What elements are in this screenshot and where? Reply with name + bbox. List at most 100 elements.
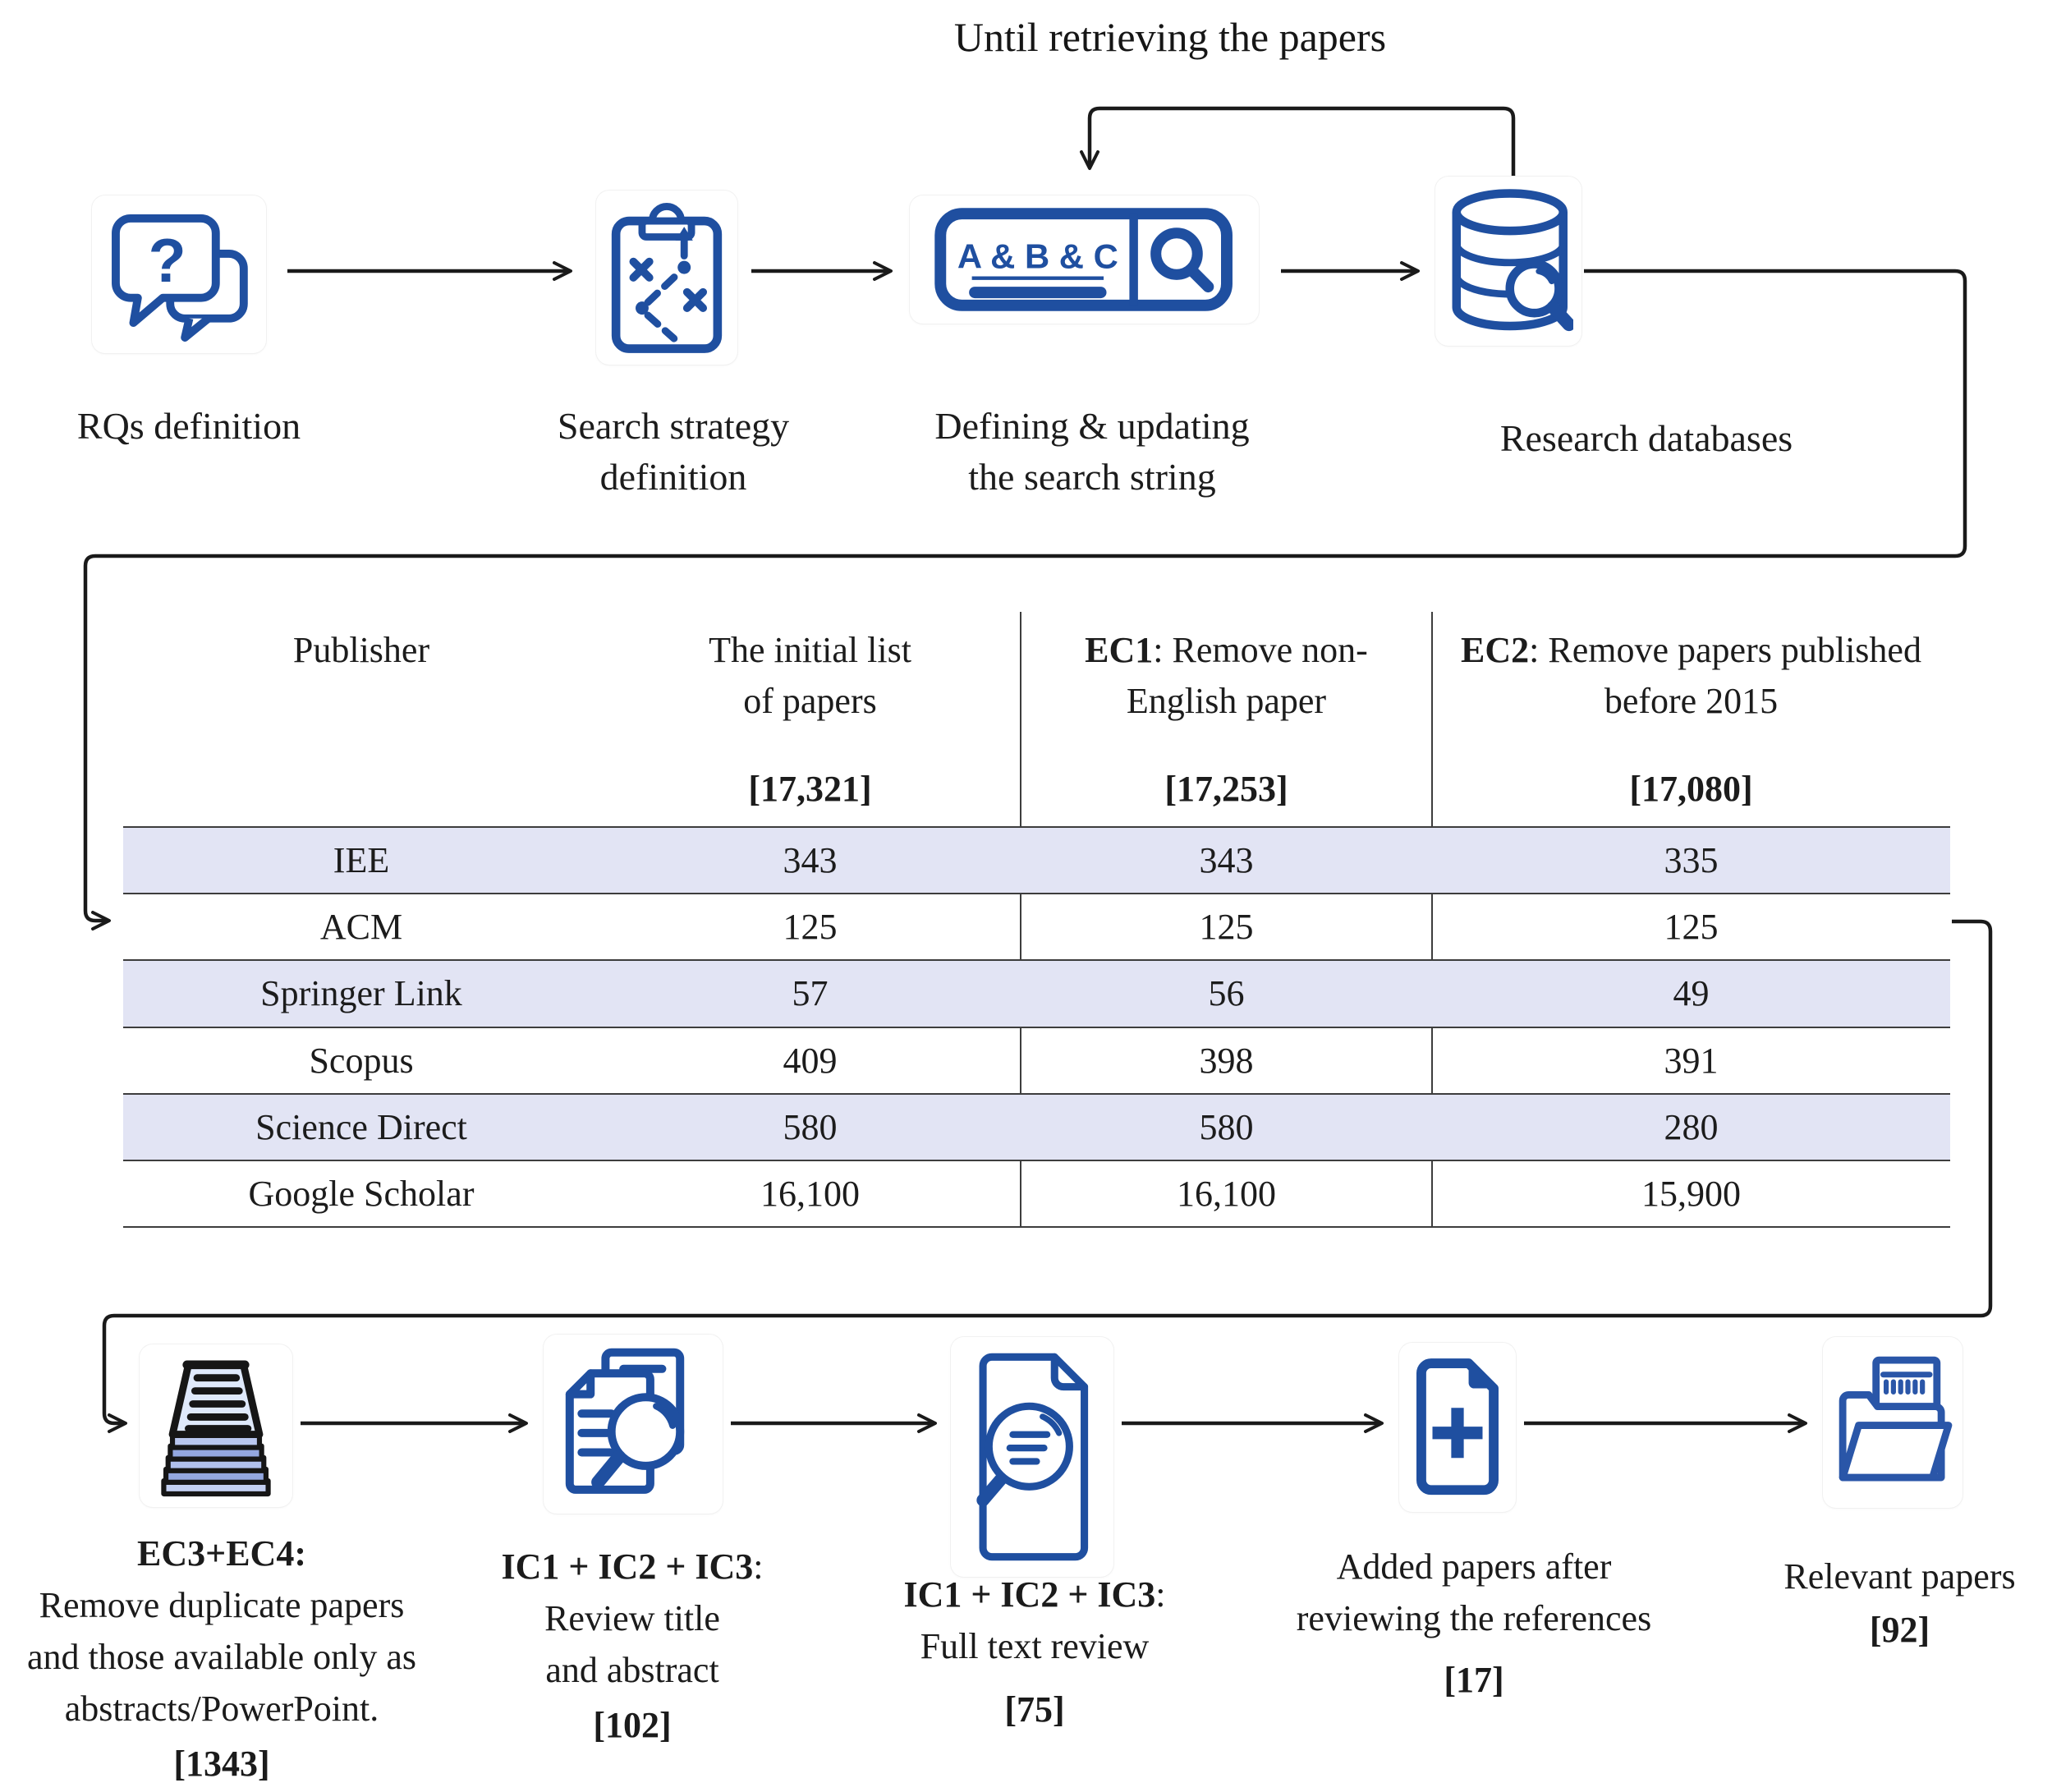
cell-publisher: Springer Link — [260, 973, 462, 1014]
caption-added-papers: Added papers after reviewing the referen… — [1265, 1541, 1683, 1706]
caption-line: Review title — [544, 1598, 720, 1638]
header-line: The initial list — [709, 630, 911, 670]
document-magnifier-icon — [976, 1353, 1089, 1561]
cell-initial: 409 — [783, 1040, 838, 1081]
cell-publisher: Google Scholar — [248, 1173, 475, 1214]
paper-count: [1343] — [173, 1744, 270, 1784]
strategy-clipboard-icon — [611, 202, 723, 353]
step-label-strategy: Search strategy definition — [517, 401, 829, 503]
caption-suffix: : — [753, 1546, 764, 1587]
label-line: the search string — [968, 456, 1216, 498]
caption-bold: EC3+EC4 — [137, 1533, 295, 1574]
paper-count: [17] — [1444, 1660, 1504, 1700]
documents-magnifier-icon — [565, 1348, 685, 1494]
loop-arrow — [1080, 106, 1516, 176]
loop-label: Until retrieving the papers — [953, 14, 1387, 60]
table-divider — [1431, 612, 1433, 1228]
header-publisher: Publisher — [292, 630, 430, 670]
cell-ec2: 280 — [1664, 1106, 1719, 1147]
caption-line: abstracts/PowerPoint. — [64, 1689, 379, 1729]
label-line: RQs definition — [76, 405, 301, 447]
caption-title-abstract-review: IC1 + IC2 + IC3: Review title and abstra… — [460, 1541, 805, 1751]
ec2-desc: : Remove papers published — [1529, 630, 1921, 670]
caption-line: Relevant papers — [1783, 1556, 2016, 1597]
step-label-rqs: RQs definition — [33, 401, 345, 452]
table-row: Scopus 409 398 391 — [123, 1026, 1950, 1093]
table-row: Science Direct 580 580 280 — [123, 1092, 1950, 1160]
cell-ec1: 125 — [1199, 907, 1254, 948]
table-row: IEE 343 343 335 — [123, 826, 1950, 894]
label-line: Defining & updating — [934, 405, 1250, 447]
full-text-review-step — [951, 1337, 1113, 1577]
table-row: ACM 125 125 125 — [123, 893, 1950, 959]
question-chat-icon: ? — [112, 214, 248, 342]
cell-publisher: Science Direct — [255, 1106, 467, 1147]
paper-count: [102] — [593, 1705, 672, 1745]
paper-count: [92] — [1869, 1610, 1930, 1650]
caption-line: Full text review — [920, 1626, 1150, 1666]
header-line: of papers — [743, 681, 877, 721]
added-papers-step — [1399, 1343, 1516, 1512]
caption-line: and abstract — [545, 1650, 719, 1690]
cell-initial: 580 — [783, 1106, 838, 1147]
folder-icon — [1839, 1356, 1953, 1482]
cell-initial: 57 — [792, 973, 829, 1014]
label-line: definition — [599, 456, 747, 498]
header-line: EC2: Remove papers published — [1432, 625, 1950, 676]
header-ec2: EC2: Remove papers published before 2015 — [1432, 625, 1950, 727]
cell-ec1: 16,100 — [1177, 1173, 1276, 1214]
search-strategy-step — [596, 191, 737, 365]
header-ec1: EC1: Remove non- English paper — [1021, 625, 1432, 727]
cell-initial: 16,100 — [760, 1173, 860, 1214]
cell-ec1: 343 — [1199, 840, 1254, 881]
cell-ec2: 49 — [1673, 973, 1710, 1014]
caption-full-text-review: IC1 + IC2 + IC3: Full text review [75] — [862, 1569, 1207, 1735]
header-line: English paper — [1126, 681, 1327, 721]
cell-ec2: 391 — [1664, 1040, 1719, 1081]
step-label-search-string: Defining & updating the search string — [920, 401, 1265, 503]
cell-publisher: Scopus — [309, 1040, 414, 1081]
cell-ec1: 398 — [1199, 1040, 1254, 1081]
publisher-results-table: Publisher The initial list of papers [17… — [123, 612, 1950, 1229]
caption-line: Added papers after — [1336, 1546, 1612, 1587]
search-string-step: A & B & C — [910, 195, 1259, 324]
caption-bold: IC1 + IC2 + IC3 — [903, 1574, 1156, 1615]
header-ec2-total: [17,080] — [1629, 769, 1753, 809]
header-initial-total: [17,321] — [748, 769, 872, 809]
cell-publisher: IEE — [333, 840, 390, 881]
caption-duplicates-removal: EC3+EC4: Remove duplicate papers and tho… — [0, 1528, 443, 1790]
header-line: before 2015 — [1604, 681, 1779, 721]
caption-line: Remove duplicate papers — [39, 1585, 405, 1625]
table-divider — [1020, 612, 1021, 1228]
relevant-papers-step — [1823, 1337, 1962, 1508]
header-ec1-total: [17,253] — [1164, 769, 1288, 809]
paper-count: [75] — [1004, 1689, 1065, 1730]
caption-line: reviewing the references — [1296, 1598, 1652, 1638]
caption-head: IC1 + IC2 + IC3: — [460, 1541, 805, 1592]
title-abstract-review-step — [544, 1335, 723, 1514]
add-document-icon — [1416, 1358, 1499, 1496]
search-string-text: A & B & C — [957, 237, 1118, 275]
step-label-databases: Research databases — [1470, 413, 1823, 464]
ec1-label: EC1 — [1085, 630, 1154, 670]
caption-line: and those available only as — [26, 1637, 417, 1677]
svg-text:?: ? — [149, 226, 186, 295]
caption-head: IC1 + IC2 + IC3: — [862, 1569, 1207, 1620]
table-row: Google Scholar 16,100 16,100 15,900 — [123, 1159, 1950, 1229]
cell-ec2: 335 — [1664, 840, 1719, 881]
caption-suffix: : — [294, 1533, 306, 1574]
label-line: Search strategy — [557, 405, 790, 447]
header-initial-list: The initial list of papers — [599, 625, 1021, 727]
research-databases-step — [1435, 177, 1581, 346]
ec1-desc: : Remove non- — [1153, 630, 1368, 670]
search-string-icon: A & B & C — [934, 208, 1233, 311]
ec2-label: EC2 — [1461, 630, 1530, 670]
database-search-icon — [1452, 189, 1573, 332]
duplicates-removal-step — [140, 1344, 292, 1507]
cell-initial: 125 — [783, 907, 838, 948]
caption-bold: IC1 + IC2 + IC3 — [501, 1546, 754, 1587]
caption-suffix: : — [1155, 1574, 1166, 1615]
rqs-definition-step: ? — [92, 195, 266, 353]
cell-ec2: 125 — [1664, 907, 1719, 948]
